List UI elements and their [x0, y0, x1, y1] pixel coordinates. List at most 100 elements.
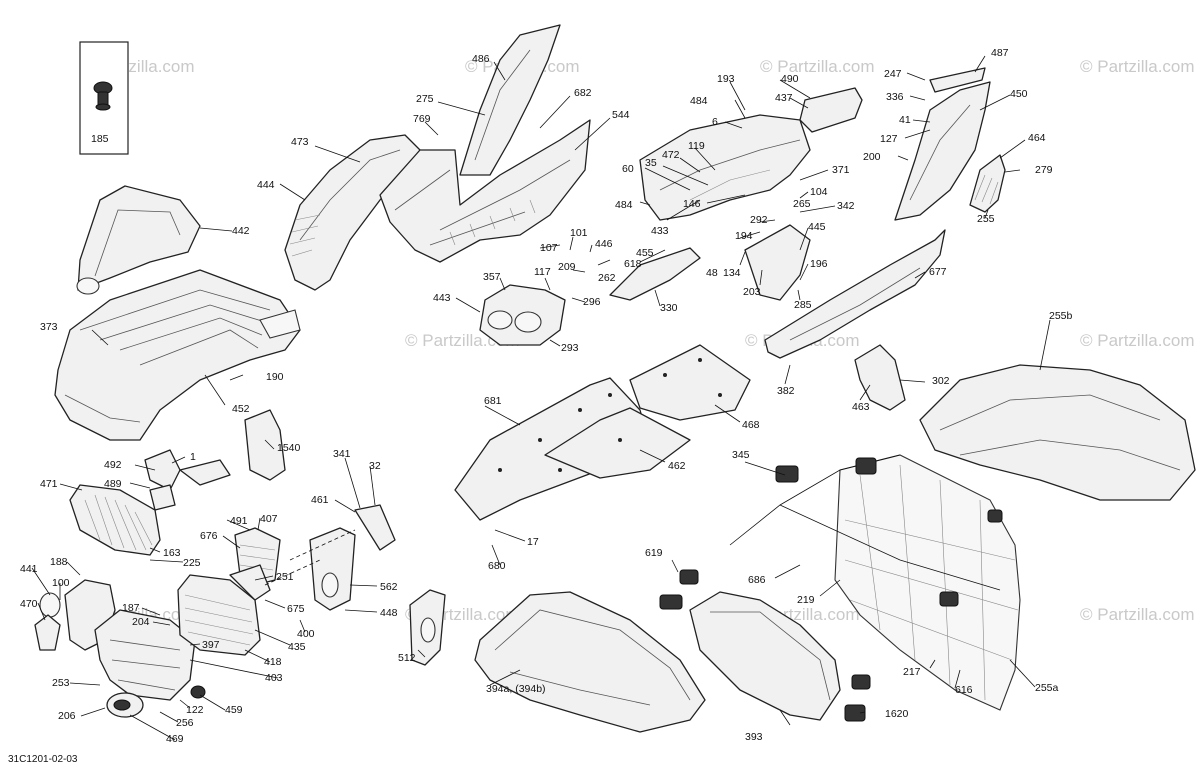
- callout-label: 330: [660, 302, 678, 314]
- callout-label: 442: [232, 225, 250, 237]
- callout-label: 486: [472, 53, 490, 65]
- part-side-vents: [309, 504, 446, 666]
- callout-label: 196: [810, 258, 828, 270]
- callout-label: 302: [932, 375, 950, 387]
- callout-label: 100: [52, 577, 70, 589]
- callout-label: 357: [483, 271, 501, 283]
- callout-label: 255a: [1035, 682, 1059, 694]
- part-hinges: [659, 569, 871, 722]
- leader-lines: [31, 55, 1051, 741]
- callout-label: 443: [433, 292, 451, 304]
- callout-label: 1620: [885, 708, 909, 720]
- callout-label: 371: [832, 164, 850, 176]
- callout-label: 562: [380, 581, 398, 593]
- callout-label: 187: [122, 602, 140, 614]
- callout-label: 433: [651, 225, 669, 237]
- callout-label: 468: [742, 419, 760, 431]
- callout-label: 681: [484, 395, 502, 407]
- watermark: © Partzilla.com: [1080, 331, 1195, 350]
- callout-label: 393: [745, 731, 763, 743]
- callout-label: 225: [183, 557, 201, 569]
- callout-label: 247: [884, 68, 902, 80]
- callout-label: 1540: [277, 442, 301, 454]
- part-headlight: [479, 247, 701, 346]
- callout-label: 219: [797, 594, 815, 606]
- callout-labels: 486 275 769 682 544 473 444 442 373 190 …: [20, 47, 1073, 745]
- callout-label: 469: [166, 733, 184, 745]
- callout-label: 452: [232, 403, 250, 415]
- callout-label: 682: [574, 87, 592, 99]
- callout-label: 255b: [1049, 310, 1073, 322]
- part-door-right: [689, 591, 841, 721]
- callout-label: 473: [291, 136, 309, 148]
- callout-label: 336: [886, 91, 904, 103]
- callout-label: 292: [750, 214, 768, 226]
- callout-label: 251: [276, 571, 294, 583]
- callout-label: 293: [561, 342, 579, 354]
- watermark: © Partzilla.com: [1080, 57, 1195, 76]
- callout-label: 342: [837, 200, 855, 212]
- callout-label: 48: [706, 267, 718, 279]
- inset-part-1620: 185: [79, 41, 129, 155]
- callout-label: 680: [488, 560, 506, 572]
- callout-label: 455: [636, 247, 654, 259]
- callout-label: 407: [260, 513, 278, 525]
- callout-label: 437: [775, 92, 793, 104]
- callout-label: 394a, (394b): [486, 683, 546, 695]
- part-inner-fender: [284, 134, 421, 291]
- part-center-console: [639, 87, 863, 221]
- callout-label: 459: [225, 704, 243, 716]
- callout-label: 32: [369, 460, 381, 472]
- callout-label: 262: [598, 272, 616, 284]
- callout-label: 119: [688, 140, 705, 152]
- callout-label: 382: [777, 385, 795, 397]
- part-hood: [54, 185, 301, 441]
- callout-label: 487: [991, 47, 1009, 59]
- watermark: © Partzilla.com: [760, 57, 875, 76]
- callout-label: 676: [200, 530, 218, 542]
- callout-label: 403: [265, 672, 283, 684]
- part-radiator-grills: [177, 527, 281, 656]
- callout-label: 619: [645, 547, 663, 559]
- callout-label: 256: [176, 717, 194, 729]
- callout-label: 489: [104, 478, 122, 490]
- callout-label: 163: [163, 547, 181, 559]
- callout-label: 60: [622, 163, 634, 175]
- callout-label: 448: [380, 607, 398, 619]
- part-floor-panels: [454, 344, 751, 521]
- callout-label: 146: [683, 198, 701, 210]
- callout-label: 769: [413, 113, 431, 125]
- callout-label: 470: [20, 598, 38, 610]
- callout-label: 464: [1028, 132, 1046, 144]
- callout-label: 544: [612, 109, 630, 121]
- callout-label: 418: [264, 656, 282, 668]
- callout-label: 472: [662, 149, 680, 161]
- callout-label: 492: [104, 459, 122, 471]
- callout-label: 107: [540, 242, 558, 254]
- part-seat-bracket: [854, 344, 906, 411]
- callout-label: 463: [852, 401, 870, 413]
- callout-label: 134: [723, 267, 741, 279]
- callout-label: 484: [690, 95, 708, 107]
- callout-label: 127: [880, 133, 898, 145]
- callout-label: 450: [1010, 88, 1028, 100]
- callout-label: 441: [20, 563, 38, 575]
- callout-label: 204: [132, 616, 150, 628]
- part-side-panel-right: [744, 224, 946, 359]
- callout-label: 435: [288, 641, 306, 653]
- callout-label: 400: [297, 628, 315, 640]
- callout-label: 190: [266, 371, 284, 383]
- callout-label: 512: [398, 652, 416, 664]
- callout-label: 6: [712, 116, 718, 128]
- callout-label: 345: [732, 449, 750, 461]
- callout-label: 491: [230, 515, 248, 527]
- callout-label: 296: [583, 296, 601, 308]
- callout-label: 471: [40, 478, 58, 490]
- callout-label: 35: [645, 157, 657, 169]
- callout-label: 444: [257, 179, 275, 191]
- callout-label: 484: [615, 199, 633, 211]
- part-front-panel: [379, 24, 591, 263]
- callout-label: 446: [595, 238, 613, 250]
- callout-label: 373: [40, 321, 58, 333]
